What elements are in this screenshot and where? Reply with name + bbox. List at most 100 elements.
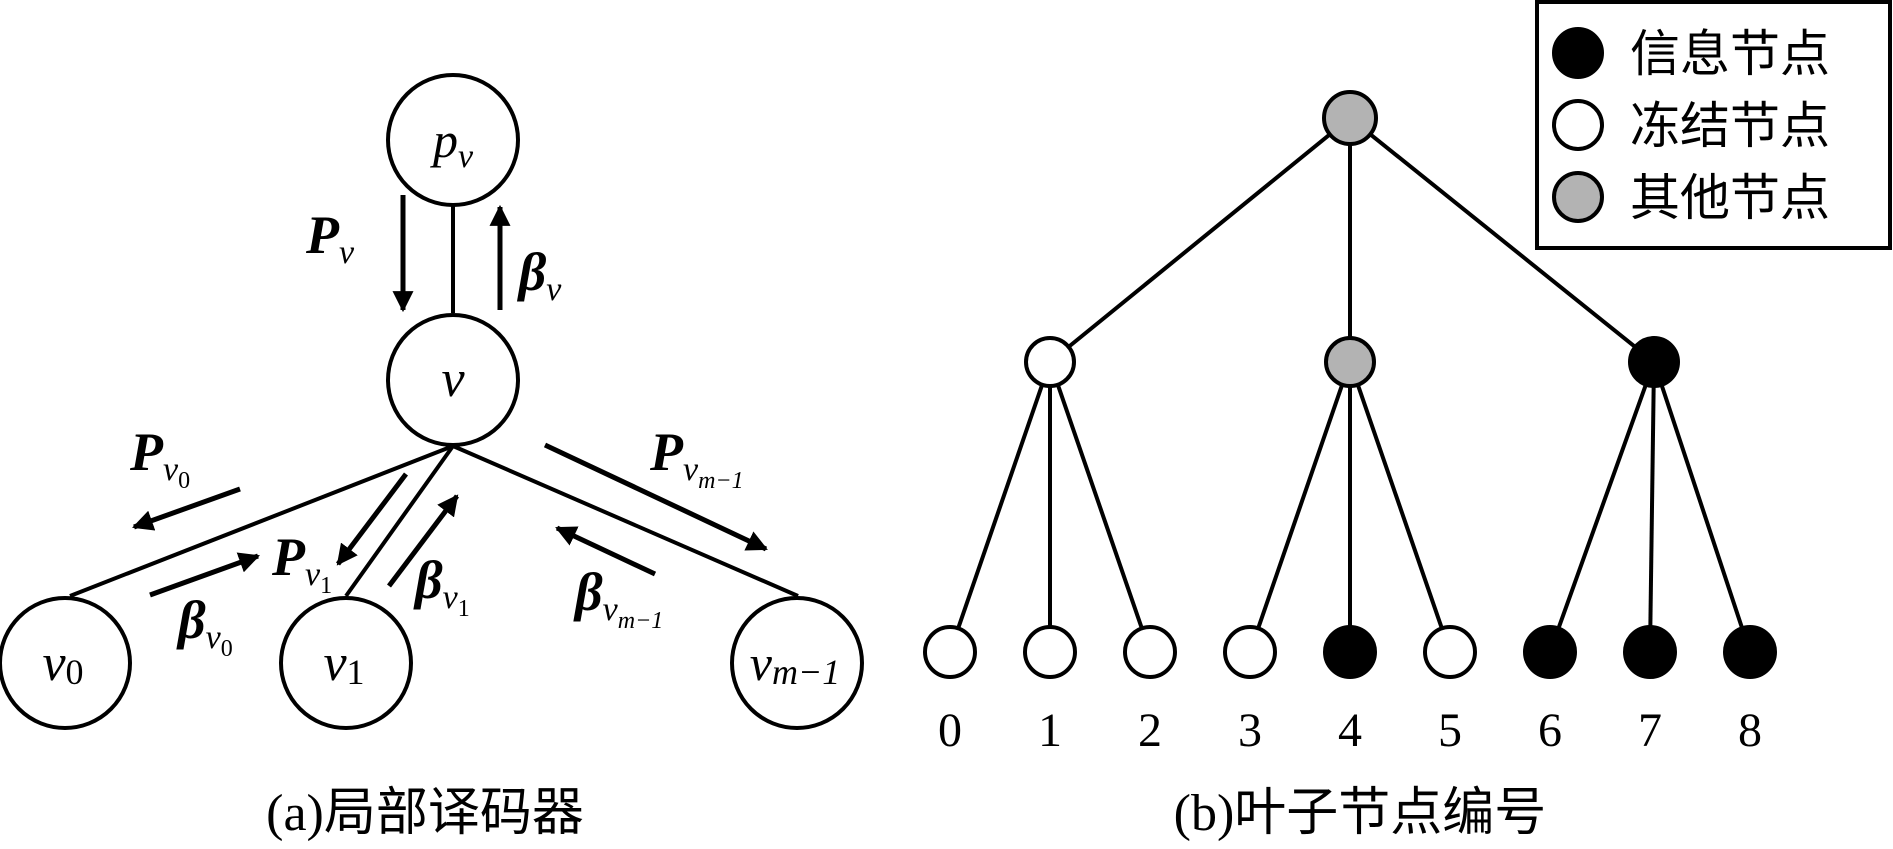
tree-edge-root-mid-2 [1348,116,1656,364]
legend-label-info: 信息节点 [1630,25,1830,83]
label-beta-vm1: β [573,562,603,622]
svg-text:Pv0: Pv0 [129,422,190,494]
node-parent-label: p [430,112,458,168]
node-center: v [386,313,520,447]
tree-mid-node-1 [1324,336,1376,388]
tree-leaf-node-7 [1623,625,1677,679]
label-beta-vm1-subsub: m−1 [618,608,664,634]
tree-leaf-labels: 0 1 2 3 4 5 6 7 8 [938,704,1762,757]
legend-marker-frozen [1552,99,1604,151]
svg-text:βv0: βv0 [176,590,233,662]
label-beta-v1-subsub: 1 [458,596,470,622]
leaf-numbering-tree: 0 1 2 3 4 5 6 7 8 (b)叶子节点编号 [923,90,1777,842]
tree-edge-root-mid-0 [1048,116,1352,364]
node-childm-label: v [750,635,773,691]
tree-leaf-label-2: 2 [1138,704,1162,757]
caption-a: (a)局部译码器 [266,785,584,842]
label-P-v0-sub: v [163,451,179,488]
tree-leaf-label-0: 0 [938,704,962,757]
arrow-beta-v1 [387,494,459,588]
tree-leaf-label-4: 4 [1338,704,1362,757]
svg-text:Pvm−1: Pvm−1 [649,422,744,494]
local-decoder-diagram: pv v v0 v1 vm−1 [0,73,864,842]
label-P-v-sub: v [339,234,355,271]
legend-marker-info [1552,27,1604,79]
label-beta-v: β [517,242,547,302]
node-child1: v1 [279,596,413,730]
node-parent: pv [386,73,520,207]
label-P-v0-subsub: 0 [178,468,190,494]
node-child0-label: v [42,635,66,692]
label-P-vm1-subsub: m−1 [698,468,744,494]
tree-leaf-node-0 [923,625,977,679]
svg-text:βv1: βv1 [413,550,470,622]
label-beta-v-sub: v [546,271,562,308]
label-beta-v0-sub: v [206,619,222,656]
label-beta-v0-subsub: 0 [221,636,233,662]
legend-label-other: 其他节点 [1630,169,1830,227]
svg-text:vm−1: vm−1 [750,635,841,692]
label-beta-v0: β [176,590,206,650]
svg-text:pv: pv [430,112,474,175]
tree-leaf-node-4 [1323,625,1377,679]
edge-center-child1 [344,444,455,598]
label-beta-v1-sub: v [443,579,459,616]
tree-nodes [923,90,1777,679]
label-P-v1-sub: v [305,556,321,593]
node-child0: v0 [0,596,132,730]
arrow-P-vm1 [543,442,768,552]
tree-edge-mid-leaf-7 [1648,361,1656,653]
legend-label-frozen: 冻结节点 [1630,97,1830,155]
tree-edge-mid-leaf-2 [1048,361,1152,653]
svg-text:βv: βv [517,242,563,308]
label-P-v1: P [271,527,306,587]
tree-root-node [1322,90,1378,146]
tree-leaf-label-3: 3 [1238,704,1262,757]
label-P-v1-subsub: 1 [320,573,332,599]
tree-leaf-node-8 [1723,625,1777,679]
svg-text:v0: v0 [42,635,83,692]
node-parent-sub: v [458,138,474,175]
label-P-v: P [305,205,340,265]
svg-text:Pv1: Pv1 [271,527,332,599]
tree-edge-mid-leaf-6 [1548,361,1656,653]
tree-edges [948,116,1752,653]
arrow-beta-v0 [149,552,260,598]
arrow-P-v0 [132,486,241,531]
tree-leaf-label-5: 5 [1438,704,1462,757]
tree-edge-mid-leaf-8 [1652,361,1752,653]
tree-mid-node-2 [1628,336,1680,388]
caption-b: (b)叶子节点编号 [1174,785,1547,842]
tree-leaf-node-5 [1423,625,1477,679]
tree-edge-mid-leaf-3 [1248,361,1352,653]
tree-edge-mid-leaf-5 [1348,361,1452,653]
arrow-beta-vm1 [555,525,657,577]
svg-text:v1: v1 [323,635,364,692]
edge-center-childm [452,444,799,598]
label-beta-vm1-sub: v [603,591,619,628]
tree-edge-mid-leaf-0 [948,361,1052,653]
label-beta-v1: β [413,550,443,610]
tree-mid-node-0 [1024,336,1076,388]
node-childm-sub: m−1 [772,652,840,692]
node-child0-sub: 0 [66,652,84,692]
arrow-P-v1 [336,472,408,566]
label-P-vm1: P [649,422,684,482]
node-child1-sub: 1 [347,652,365,692]
label-P-v0: P [129,422,164,482]
label-P-vm1-sub: v [683,451,699,488]
tree-leaf-node-3 [1223,625,1277,679]
tree-leaf-node-2 [1123,625,1177,679]
tree-leaf-label-1: 1 [1038,704,1062,757]
tree-leaf-label-6: 6 [1538,704,1562,757]
tree-leaf-node-1 [1023,625,1077,679]
tree-leaf-label-8: 8 [1738,704,1762,757]
node-center-label: v [441,351,465,408]
svg-text:βvm−1: βvm−1 [573,562,663,634]
node-childm: vm−1 [730,596,864,730]
node-child1-label: v [323,635,347,692]
edge-center-child0 [69,444,454,598]
tree-leaf-label-7: 7 [1638,704,1662,757]
